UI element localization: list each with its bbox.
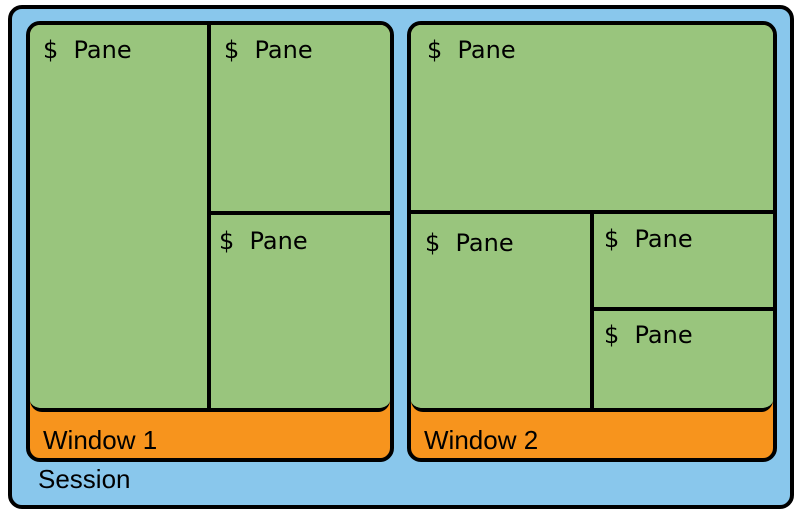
window-2-pane-bottom-right[interactable]: $ Pane (594, 311, 773, 408)
window-2: $ Pane $ Pane $ Pane $ Pane Window 2 (407, 21, 777, 462)
pane-label: $ Pane (427, 36, 516, 64)
pane-label: $ Pane (224, 36, 313, 64)
window-2-pane-bottom-left[interactable]: $ Pane (411, 214, 590, 408)
window-1-pane-top-right[interactable]: $ Pane (211, 25, 390, 211)
session-label: Session (38, 464, 131, 494)
pane-divider-horizontal (594, 307, 773, 311)
window-2-panes: $ Pane $ Pane $ Pane $ Pane (411, 25, 773, 412)
window-2-pane-middle-right[interactable]: $ Pane (594, 214, 773, 307)
pane-label: $ Pane (604, 225, 693, 253)
window-1-pane-bottom-right[interactable]: $ Pane (211, 215, 390, 408)
pane-divider-vertical (207, 25, 211, 408)
pane-label: $ Pane (604, 321, 693, 349)
pane-label: $ Pane (425, 229, 514, 257)
pane-divider-horizontal (411, 210, 773, 214)
window-1-label: Window 1 (43, 425, 158, 455)
window-2-pane-top[interactable]: $ Pane (411, 25, 773, 210)
pane-divider-vertical (590, 214, 594, 408)
pane-label: $ Pane (219, 227, 308, 255)
pane-divider-horizontal (211, 211, 390, 215)
window-2-label: Window 2 (424, 425, 539, 455)
window-1: $ Pane $ Pane $ Pane Window 1 (26, 21, 394, 462)
pane-label: $ Pane (43, 36, 132, 64)
window-1-pane-left[interactable]: $ Pane (30, 25, 207, 408)
window-1-panes: $ Pane $ Pane $ Pane (30, 25, 390, 412)
